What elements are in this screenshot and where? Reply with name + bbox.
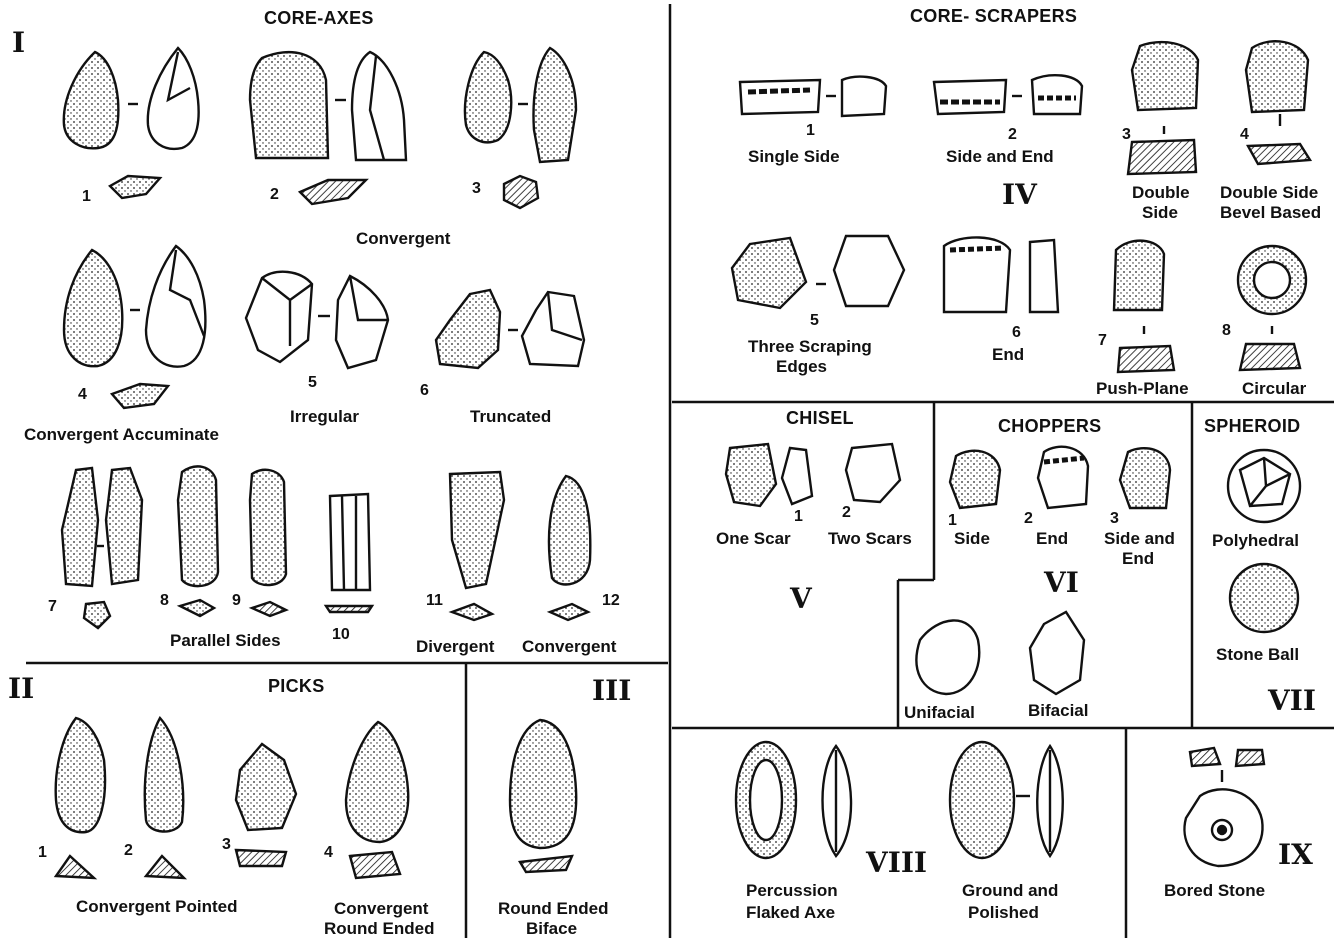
convergent-label: Convergent (356, 228, 450, 249)
core-axe-1-drawing (64, 48, 199, 198)
chopper-number: 3 (1110, 508, 1119, 529)
biface-label: Biface (526, 918, 577, 939)
irregular-label: Irregular (290, 406, 359, 427)
double-side-label-1: Double (1132, 182, 1190, 203)
scraper-number: 2 (1008, 124, 1017, 145)
core-axe-2-drawing (250, 52, 406, 204)
convergent-accuminate-label: Convergent Accuminate (24, 424, 219, 445)
picks-drawings (56, 718, 409, 878)
chisel-number: 2 (842, 502, 851, 523)
pick-number: 2 (124, 840, 133, 861)
roman-numeral-v: V (790, 582, 812, 615)
stone-ball-label: Stone Ball (1216, 644, 1299, 665)
roman-numeral-iii: III (592, 674, 631, 707)
circular-label: Circular (1242, 378, 1306, 399)
pick-number: 1 (38, 842, 47, 863)
core-axe-number: 6 (420, 380, 429, 401)
bifacial-label: Bifacial (1028, 700, 1088, 721)
three-scraping-label-1: Three Scraping (748, 336, 872, 357)
biface-drawing (510, 720, 576, 872)
chisel-title: CHISEL (786, 408, 854, 429)
truncated-label: Truncated (470, 406, 551, 427)
chisel-drawings (726, 444, 900, 506)
core-axe-7-12-drawings (62, 466, 590, 628)
push-plane-label: Push-Plane (1096, 378, 1189, 399)
picks-title: PICKS (268, 676, 325, 697)
core-axes-title: CORE-AXES (264, 8, 374, 29)
side-and-end-label: Side and End (946, 146, 1054, 167)
roman-numeral-iv: IV (1002, 178, 1037, 211)
double-bevel-label-1: Double Side (1220, 182, 1318, 203)
core-axe-number: 7 (48, 596, 57, 617)
core-axe-number: 2 (270, 184, 279, 205)
convergent-label: Convergent (522, 636, 616, 657)
end-label: End (992, 344, 1024, 365)
parallel-sides-label: Parallel Sides (170, 630, 281, 651)
ground-polished-label-2: Polished (968, 902, 1039, 923)
roman-numeral-viii: VIII (866, 846, 927, 879)
scraper-number: 8 (1222, 320, 1231, 341)
chisel-number: 1 (794, 506, 803, 527)
bored-stone-label: Bored Stone (1164, 880, 1265, 901)
scraper-number: 3 (1122, 124, 1131, 145)
roman-numeral-ix: IX (1278, 838, 1313, 871)
percussion-label-2: Flaked Axe (746, 902, 835, 923)
polyhedral-label: Polyhedral (1212, 530, 1299, 551)
roman-numeral-vii: VII (1268, 684, 1316, 717)
scraper-number: 1 (806, 120, 815, 141)
core-axe-number: 11 (426, 590, 443, 611)
scraper-number: 5 (810, 310, 819, 331)
one-scar-label: One Scar (716, 528, 791, 549)
round-ended-label: Round Ended (498, 898, 608, 919)
core-axe-5-drawing (246, 272, 388, 368)
end-label: End (1036, 528, 1068, 549)
roman-numeral-ii: II (8, 672, 34, 705)
double-bevel-label-2: Bevel Based (1220, 202, 1321, 223)
bored-stone-drawings (1184, 748, 1264, 866)
core-axe-number: 12 (602, 590, 620, 611)
scraper-number: 4 (1240, 124, 1249, 145)
core-axe-number: 3 (472, 178, 481, 199)
scraper-number: 6 (1012, 322, 1021, 343)
core-axe-6-drawing (436, 290, 584, 368)
two-scars-label: Two Scars (828, 528, 912, 549)
double-side-label-2: Side (1142, 202, 1178, 223)
choppers-title: CHOPPERS (998, 416, 1101, 437)
percussion-label-1: Percussion (746, 880, 838, 901)
core-axe-number: 8 (160, 590, 169, 611)
convergent-round-label-2: Round Ended (324, 918, 434, 939)
spheroid-title: SPHEROID (1204, 416, 1300, 437)
single-side-label: Single Side (748, 146, 840, 167)
side-and-end-label-2: End (1122, 548, 1154, 569)
core-axe-3-drawing (465, 48, 576, 208)
core-axe-number: 10 (332, 624, 350, 645)
side-label: Side (954, 528, 990, 549)
pick-number: 4 (324, 842, 333, 863)
convergent-round-label-1: Convergent (334, 898, 428, 919)
divergent-label: Divergent (416, 636, 494, 657)
ground-polished-label-1: Ground and (962, 880, 1058, 901)
roman-numeral-vi: VI (1044, 566, 1079, 599)
scraper-number: 7 (1098, 330, 1107, 351)
chopper-number: 2 (1024, 508, 1033, 529)
roman-numeral-i: I (12, 26, 25, 59)
core-axe-number: 4 (78, 384, 87, 405)
core-scrapers-title: CORE- SCRAPERS (910, 6, 1077, 27)
convergent-pointed-label: Convergent Pointed (76, 896, 238, 917)
axe-drawings (736, 742, 1063, 858)
core-axe-number: 9 (232, 590, 241, 611)
core-axe-number: 1 (82, 186, 91, 207)
core-axe-number: 5 (308, 372, 317, 393)
three-scraping-label-2: Edges (776, 356, 827, 377)
side-and-end-label-1: Side and (1104, 528, 1175, 549)
pick-number: 3 (222, 834, 231, 855)
unifacial-label: Unifacial (904, 702, 975, 723)
